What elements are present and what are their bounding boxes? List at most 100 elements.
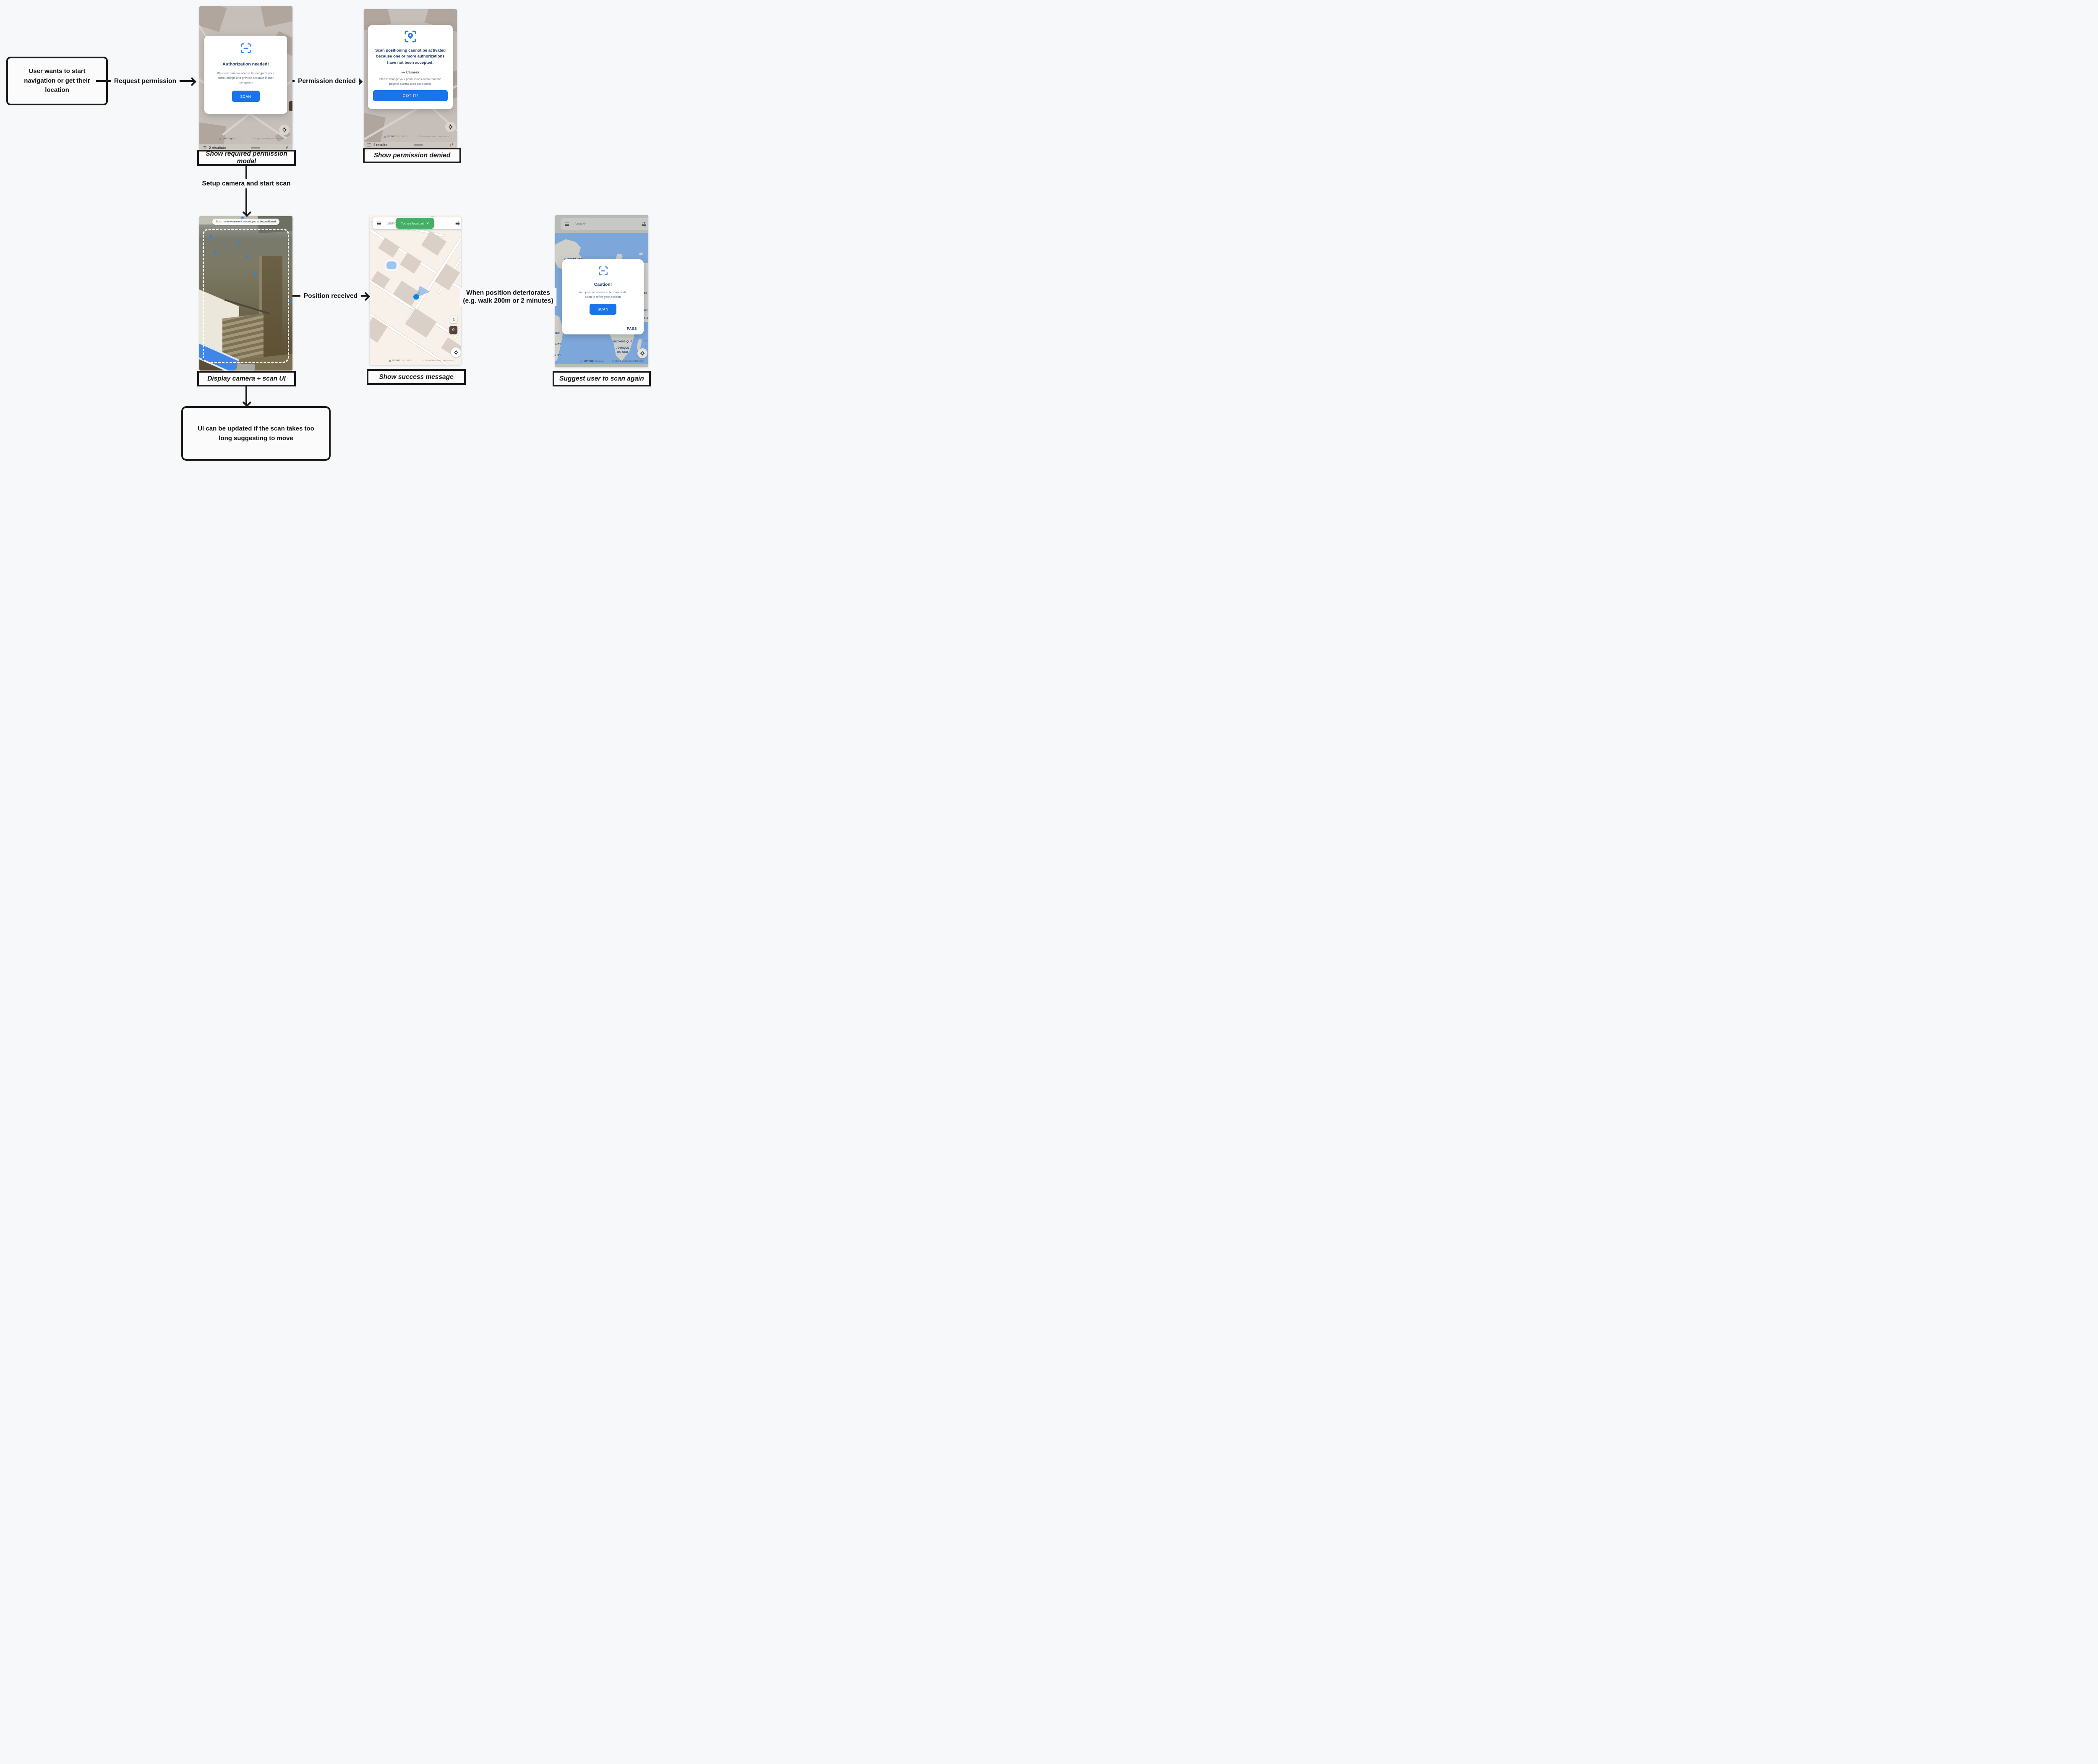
menu-icon[interactable] [376, 221, 382, 226]
map-building [371, 271, 390, 289]
dimmed-header: Search [555, 215, 648, 233]
toast-text: You are localized [401, 221, 424, 225]
denied-modal: Scan positioning cannot be activated bec… [368, 25, 453, 109]
caution-modal: Caution! Your position seems to be inacc… [562, 259, 644, 334]
arrow-denied-label: Permission denied [295, 77, 359, 86]
search-input[interactable]: Search [574, 222, 587, 226]
results-bar[interactable]: 2 résultats [199, 144, 292, 151]
locate-button[interactable] [451, 347, 461, 357]
map-background: Avenu [370, 216, 461, 365]
camera-view [199, 216, 292, 371]
arrow-setup-label: Setup camera and start scan [198, 179, 294, 188]
phone-permission-denied: Scan positioning cannot be activated bec… [364, 9, 457, 148]
floor-button-1[interactable]: 1 [450, 316, 457, 323]
map-building [399, 252, 422, 274]
pass-button[interactable]: PASS [626, 326, 637, 331]
close-icon[interactable]: ✕ [426, 221, 429, 225]
map-label-akis: AKIS [642, 317, 648, 320]
locate-icon [448, 124, 453, 130]
scan-button[interactable]: SCAN [590, 304, 616, 315]
results-bar[interactable]: 2 results [364, 142, 457, 148]
land-island [639, 252, 643, 256]
map-label-bre: BRÉ [555, 332, 560, 335]
modal-body: Please change your permissions and reloa… [379, 78, 441, 86]
feature-point [237, 241, 239, 244]
modal-title: Caution! [594, 282, 612, 287]
osm-attribution: © OpenStreetMap contributors [253, 138, 284, 140]
note-node-label: UI can be updated if the scan takes too … [198, 425, 314, 442]
search-input[interactable]: Search [386, 221, 399, 225]
map-label-djiki: DJIKI [641, 310, 648, 312]
locate-icon [453, 350, 459, 355]
floor-button-0[interactable]: 0 [449, 326, 457, 334]
modal-title: Scan positioning cannot be activated bec… [375, 48, 446, 65]
scan-target-frame [203, 229, 289, 363]
phone-camera-scan: Scan the environment around you to be po… [199, 216, 292, 371]
drag-handle[interactable] [414, 144, 423, 146]
search-bar[interactable]: Search [561, 218, 648, 230]
locate-button[interactable] [279, 125, 290, 135]
bottom-strip [555, 364, 648, 367]
arrow-position-head [361, 292, 371, 301]
map-attribution: wemap v1.102.2 [388, 359, 412, 362]
map-label-hst: HST [642, 292, 647, 295]
menu-icon[interactable] [564, 222, 570, 227]
permission-item: — Camera [401, 70, 420, 74]
share-icon[interactable] [450, 143, 454, 147]
osm-attribution: © OpenStreetMap contributors [612, 360, 644, 363]
authorization-modal: Authorization needed! We need camera acc… [204, 36, 287, 114]
locate-icon [640, 351, 645, 356]
results-count: 2 results [373, 143, 387, 147]
feature-point [214, 251, 217, 254]
start-node-label: User wants to start navigation or get th… [24, 68, 90, 94]
arrow-request-head [187, 77, 197, 86]
modal-title: Authorization needed! [222, 62, 269, 67]
map-label-guay2: GUAY [555, 354, 561, 357]
map-label-afrique: AFRIQUE [616, 347, 629, 350]
map-label-ocean1: oc [645, 340, 648, 343]
map-building [405, 308, 437, 338]
arrow-position-label: Position received [300, 292, 361, 301]
bottom-sheet-handle[interactable] [237, 364, 255, 371]
scan-frame-icon [240, 43, 251, 53]
map-attribution: wemap v1.102.2 [579, 360, 603, 363]
map-attribution: wemap v1.102.2 [219, 137, 243, 140]
modal-body-line1: Your position seems to be inaccurate. [578, 291, 628, 294]
arrow-request-label: Request permission [110, 77, 180, 86]
scan-hint-pill: Scan the environment around you to be po… [212, 219, 279, 225]
map-label-mozambique: MOZAMBIQUE [613, 340, 633, 343]
locate-button[interactable] [445, 122, 456, 132]
scan-frame-icon [598, 266, 608, 276]
start-node: User wants to start navigation or get th… [6, 57, 108, 105]
filters-icon[interactable] [455, 221, 460, 226]
scan-location-icon [404, 30, 416, 43]
arrow-note-head [242, 398, 252, 407]
caption-permission-modal: Show required permission modal [197, 150, 296, 166]
phone-permission-modal: Authorization needed! We need camera acc… [199, 6, 292, 151]
share-icon[interactable] [285, 146, 290, 150]
arrow-note-line [245, 386, 247, 405]
wemap-logo-icon [219, 138, 222, 140]
wemap-logo-icon [388, 360, 391, 362]
wemap-logo-icon [579, 360, 583, 363]
caption-permission-denied: Show permission denied [363, 148, 461, 163]
arrow-setup-line [245, 166, 247, 215]
arrow-deteriorate-label: When position deteriorates (e.g. walk 20… [459, 288, 557, 306]
feature-point [254, 271, 256, 274]
osm-attribution: © OpenStreetMap contributors [423, 360, 454, 362]
modal-body-line2: Scan to refine your position [585, 296, 621, 299]
locate-button[interactable] [637, 348, 647, 358]
map-building [378, 237, 400, 258]
feature-point [202, 358, 205, 360]
osm-attribution: © OpenStreetMap contributors [418, 136, 449, 138]
scan-button[interactable]: SCAN [232, 91, 260, 102]
phone-caution: GROENLAND HST DJIKI AKIS BRÉ GUAY GUAY M… [555, 215, 648, 367]
locate-icon [282, 127, 287, 133]
floor-tab-partial[interactable] [289, 101, 292, 111]
list-icon [203, 146, 206, 149]
drag-handle[interactable] [251, 147, 261, 149]
filters-icon[interactable] [641, 222, 647, 227]
caption-success-message: Show success message [367, 369, 466, 385]
note-node: UI can be updated if the scan takes too … [181, 406, 331, 461]
got-it-button[interactable]: GOT IT! [373, 90, 448, 102]
